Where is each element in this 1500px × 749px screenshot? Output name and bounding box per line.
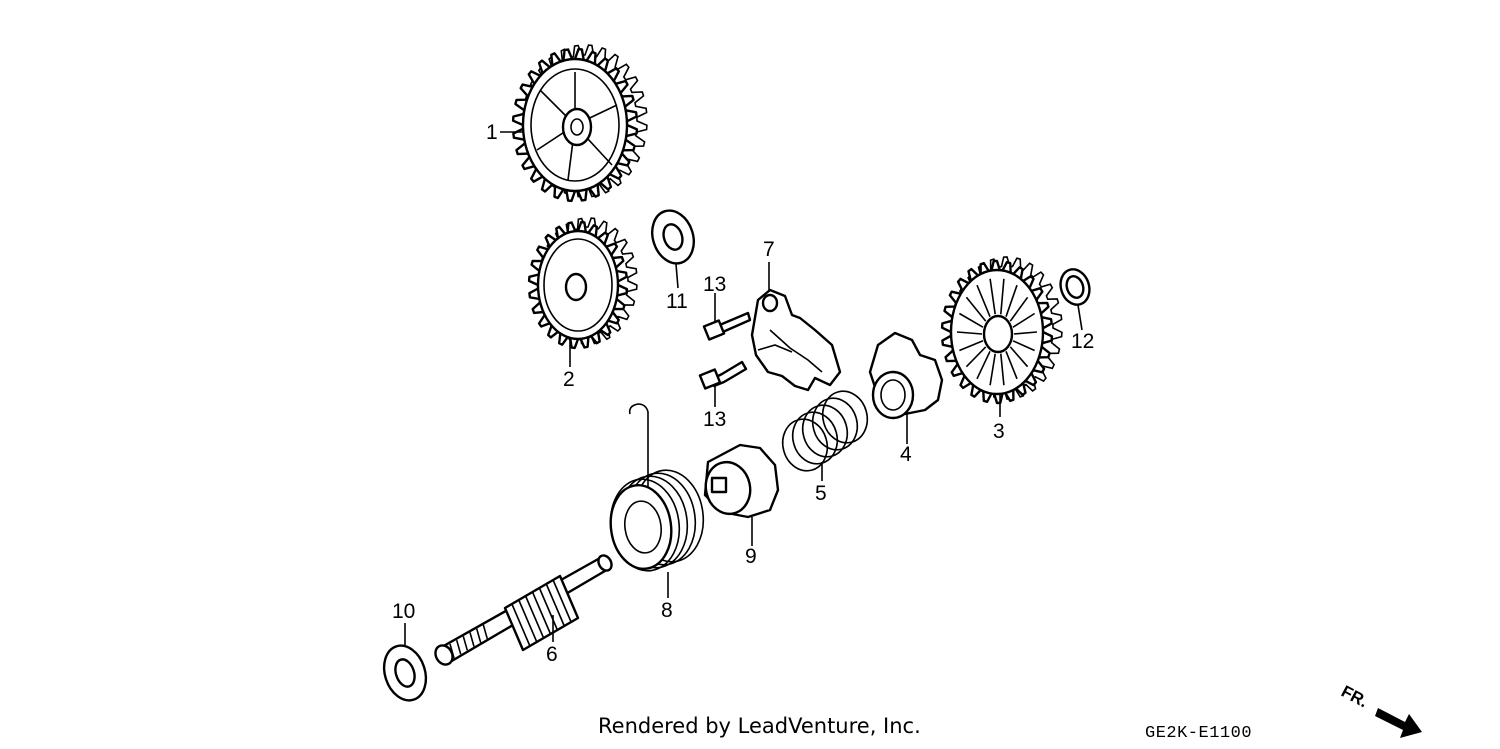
callout-4: 4 bbox=[900, 443, 912, 466]
callout-12: 12 bbox=[1071, 330, 1094, 353]
part-12-ring bbox=[1059, 268, 1091, 306]
part-6-shaft bbox=[434, 554, 613, 666]
part-1-gear bbox=[511, 44, 648, 203]
part-4-ratchet bbox=[868, 331, 944, 420]
callout-13-upper: 13 bbox=[703, 273, 726, 296]
part-13-bolt-upper bbox=[702, 311, 752, 341]
callout-9: 9 bbox=[745, 545, 757, 568]
callout-labels: 1 2 3 4 5 6 7 8 9 10 11 12 13 13 bbox=[392, 121, 1094, 666]
part-7-bracket bbox=[750, 288, 842, 392]
callout-5: 5 bbox=[815, 482, 827, 505]
callout-1: 1 bbox=[486, 121, 498, 144]
front-arrow-icon bbox=[1375, 708, 1422, 738]
callout-13-lower: 13 bbox=[703, 408, 726, 431]
part-5-spring bbox=[781, 390, 869, 472]
leader-lines bbox=[404, 131, 1083, 645]
front-direction-label: FR. bbox=[1338, 682, 1371, 712]
diagram-code: GE2K-E1100 bbox=[1145, 724, 1253, 743]
callout-3: 3 bbox=[993, 420, 1005, 443]
callout-2: 2 bbox=[563, 368, 575, 391]
callout-10: 10 bbox=[392, 600, 415, 623]
part-8-spring bbox=[609, 403, 705, 572]
callout-11: 11 bbox=[666, 290, 688, 313]
callout-6: 6 bbox=[546, 643, 558, 666]
callout-7: 7 bbox=[763, 238, 775, 261]
front-direction-indicator: FR. bbox=[1338, 682, 1422, 738]
part-9-collar bbox=[703, 443, 780, 519]
part-3-gear bbox=[940, 256, 1063, 405]
credit-text: Rendered by LeadVenture, Inc. bbox=[598, 714, 921, 738]
callout-8: 8 bbox=[661, 599, 673, 622]
part-13-bolt-lower bbox=[698, 360, 748, 390]
part-11-washer bbox=[651, 209, 695, 265]
part-2-gear bbox=[527, 217, 638, 350]
part-10-washer bbox=[382, 644, 428, 702]
